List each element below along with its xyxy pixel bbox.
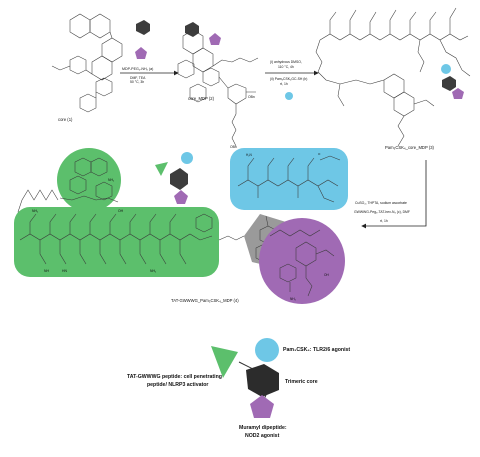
tat-peptide-structure	[19, 213, 213, 265]
final-compound-label: TAT-GWWWG_Pam₃CSK₄_MDP (4)	[171, 298, 239, 303]
pentagon-mdp-icon-3	[174, 190, 188, 204]
pentagon-mdp-icon-2	[452, 88, 464, 99]
circle-pam-icon	[285, 92, 293, 100]
step3-line2: GWWWG-Peg₃-TAT-hex-N₃ (c), DMF	[354, 210, 410, 214]
core-label: core (1)	[58, 117, 73, 122]
atom-label-nh2-top: NH₂	[108, 178, 115, 182]
legend-mdp-text-1: Muramyl dipeptide:	[239, 425, 287, 431]
legend	[211, 338, 279, 418]
atom-label-nh: NH	[44, 269, 49, 273]
triazole-linker	[218, 235, 245, 241]
pam3csk4-structure	[237, 155, 341, 203]
pam-core-mdp-label: Pam₃CSK₄_core_MDP (3)	[385, 145, 435, 150]
pentagon-mdp-icon	[135, 47, 147, 59]
atom-label-nh2-b: NH₂	[150, 269, 157, 273]
step2-line1: (i) anhydrous DMSO,	[270, 60, 302, 64]
legend-tat-text-2: peptide/ NLRP3 activator	[147, 382, 208, 388]
atom-label-h2n: H₂N	[246, 153, 253, 157]
mdp-structure	[269, 229, 335, 297]
hexagon-core-icon-2	[442, 76, 456, 91]
step3-line3: rt, 1h	[380, 219, 388, 223]
step2-line3: (ii) Pam₃CSK₄GC-SH (b)	[270, 77, 307, 81]
atom-label-hn: HN	[62, 269, 67, 273]
legend-pentagon-icon	[250, 395, 274, 418]
atom-label-obn-1: OBn	[248, 95, 255, 99]
legend-core-text: Trimeric core	[285, 379, 318, 385]
legend-circle-icon	[255, 338, 279, 362]
core-mdp-structure	[177, 22, 259, 147]
purple-mdp-region	[259, 218, 345, 304]
green-peptide-region	[14, 207, 219, 277]
core-structure	[51, 13, 123, 113]
hexagon-core-icon	[136, 20, 150, 35]
green-circle-region	[57, 148, 121, 212]
step1-reagent: MDP-PEG₂-NH₂ (a)	[122, 67, 153, 71]
tryptophan-structures	[59, 157, 119, 203]
step3-line1: CuSO₄, THPTA, sodium ascorbate	[355, 201, 407, 205]
circle-pam-icon-3	[181, 152, 193, 164]
triangle-tat-icon	[155, 162, 168, 176]
atom-label-oh-2: OH	[324, 273, 329, 277]
legend-tat-text-1: TAT-GWWWG peptide: cell penetrating	[127, 374, 222, 380]
blue-lipopeptide-region	[230, 148, 348, 210]
reaction-arrow-3	[361, 160, 427, 229]
atom-label-o: O	[318, 152, 321, 156]
atom-label-nh2-c: NH₂	[290, 297, 297, 301]
pam-core-mdp-structure	[315, 7, 471, 147]
core-mdp-label: core_MDP (2)	[188, 96, 215, 101]
circle-pam-icon-2	[441, 64, 451, 74]
legend-triangle-icon	[211, 346, 238, 378]
step2-line2: 110 °C, 4h	[278, 65, 294, 69]
legend-hexagon-icon	[246, 364, 279, 397]
atom-label-nh2-a: NH₂	[32, 209, 39, 213]
step2-line4: rt, 1h	[280, 82, 288, 86]
atom-label-oh: OH	[118, 209, 124, 213]
legend-mdp-text-2: NOD2 agonist	[245, 433, 280, 439]
hexagon-core-icon-3	[170, 168, 188, 190]
atom-label-obn-2: OBn	[230, 145, 237, 149]
legend-tlr-text: Pam₃CSK₄: TLR2/6 agonist	[283, 347, 350, 353]
